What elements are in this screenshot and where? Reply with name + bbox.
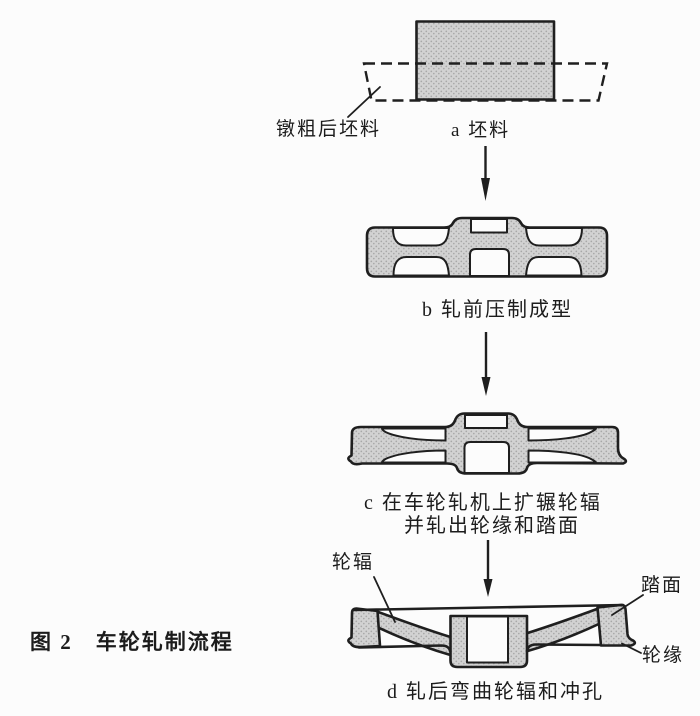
upset-billet-annotation: 镦粗后坯料: [276, 119, 382, 140]
upset-billet-dashed-shape: [362, 62, 609, 102]
figure-caption: 图 2 车轮轧制流程: [30, 630, 234, 654]
punched-hole-shape: [466, 615, 509, 664]
billet-rect-shape: [415, 20, 556, 101]
tread-line: [352, 603, 625, 612]
upset-annotation-leader-line: [347, 86, 381, 118]
wheel-rim-shape: [596, 603, 637, 647]
web-callout-label: 轮辐: [332, 552, 375, 573]
stage-a-label: a 坯料: [451, 120, 511, 141]
down-arrow-icon: [483, 540, 493, 597]
stage-d-label: d 轧后弯曲轮辐和冲孔: [387, 681, 604, 703]
stage-c-label-line2: 并轧出轮缘和踏面: [404, 515, 580, 537]
flange-callout-leader-line: [621, 642, 642, 654]
down-arrow-icon: [481, 146, 490, 201]
web-callout-leader-line: [373, 576, 396, 623]
bottom-line: [357, 644, 452, 653]
flange-callout-label: 轮缘: [642, 645, 685, 666]
tread-callout-label: 踏面: [641, 575, 684, 596]
down-arrow-icon: [481, 332, 491, 396]
stage-d-shape: [347, 576, 644, 669]
tread-callout-leader-line: [611, 594, 644, 616]
stage-b-shape: [365, 216, 609, 278]
wheel-web-shape: [374, 610, 454, 657]
stage-c-label-line1: c 在车轮轧机上扩辗轮辐: [364, 492, 602, 514]
bottom-line: [525, 643, 602, 653]
stage-a-billet-shape: [347, 20, 609, 118]
wheel-rim-shape: [347, 607, 382, 649]
stage-b-label: b 轧前压制成型: [422, 299, 573, 321]
stage-c-shape: [347, 412, 628, 475]
